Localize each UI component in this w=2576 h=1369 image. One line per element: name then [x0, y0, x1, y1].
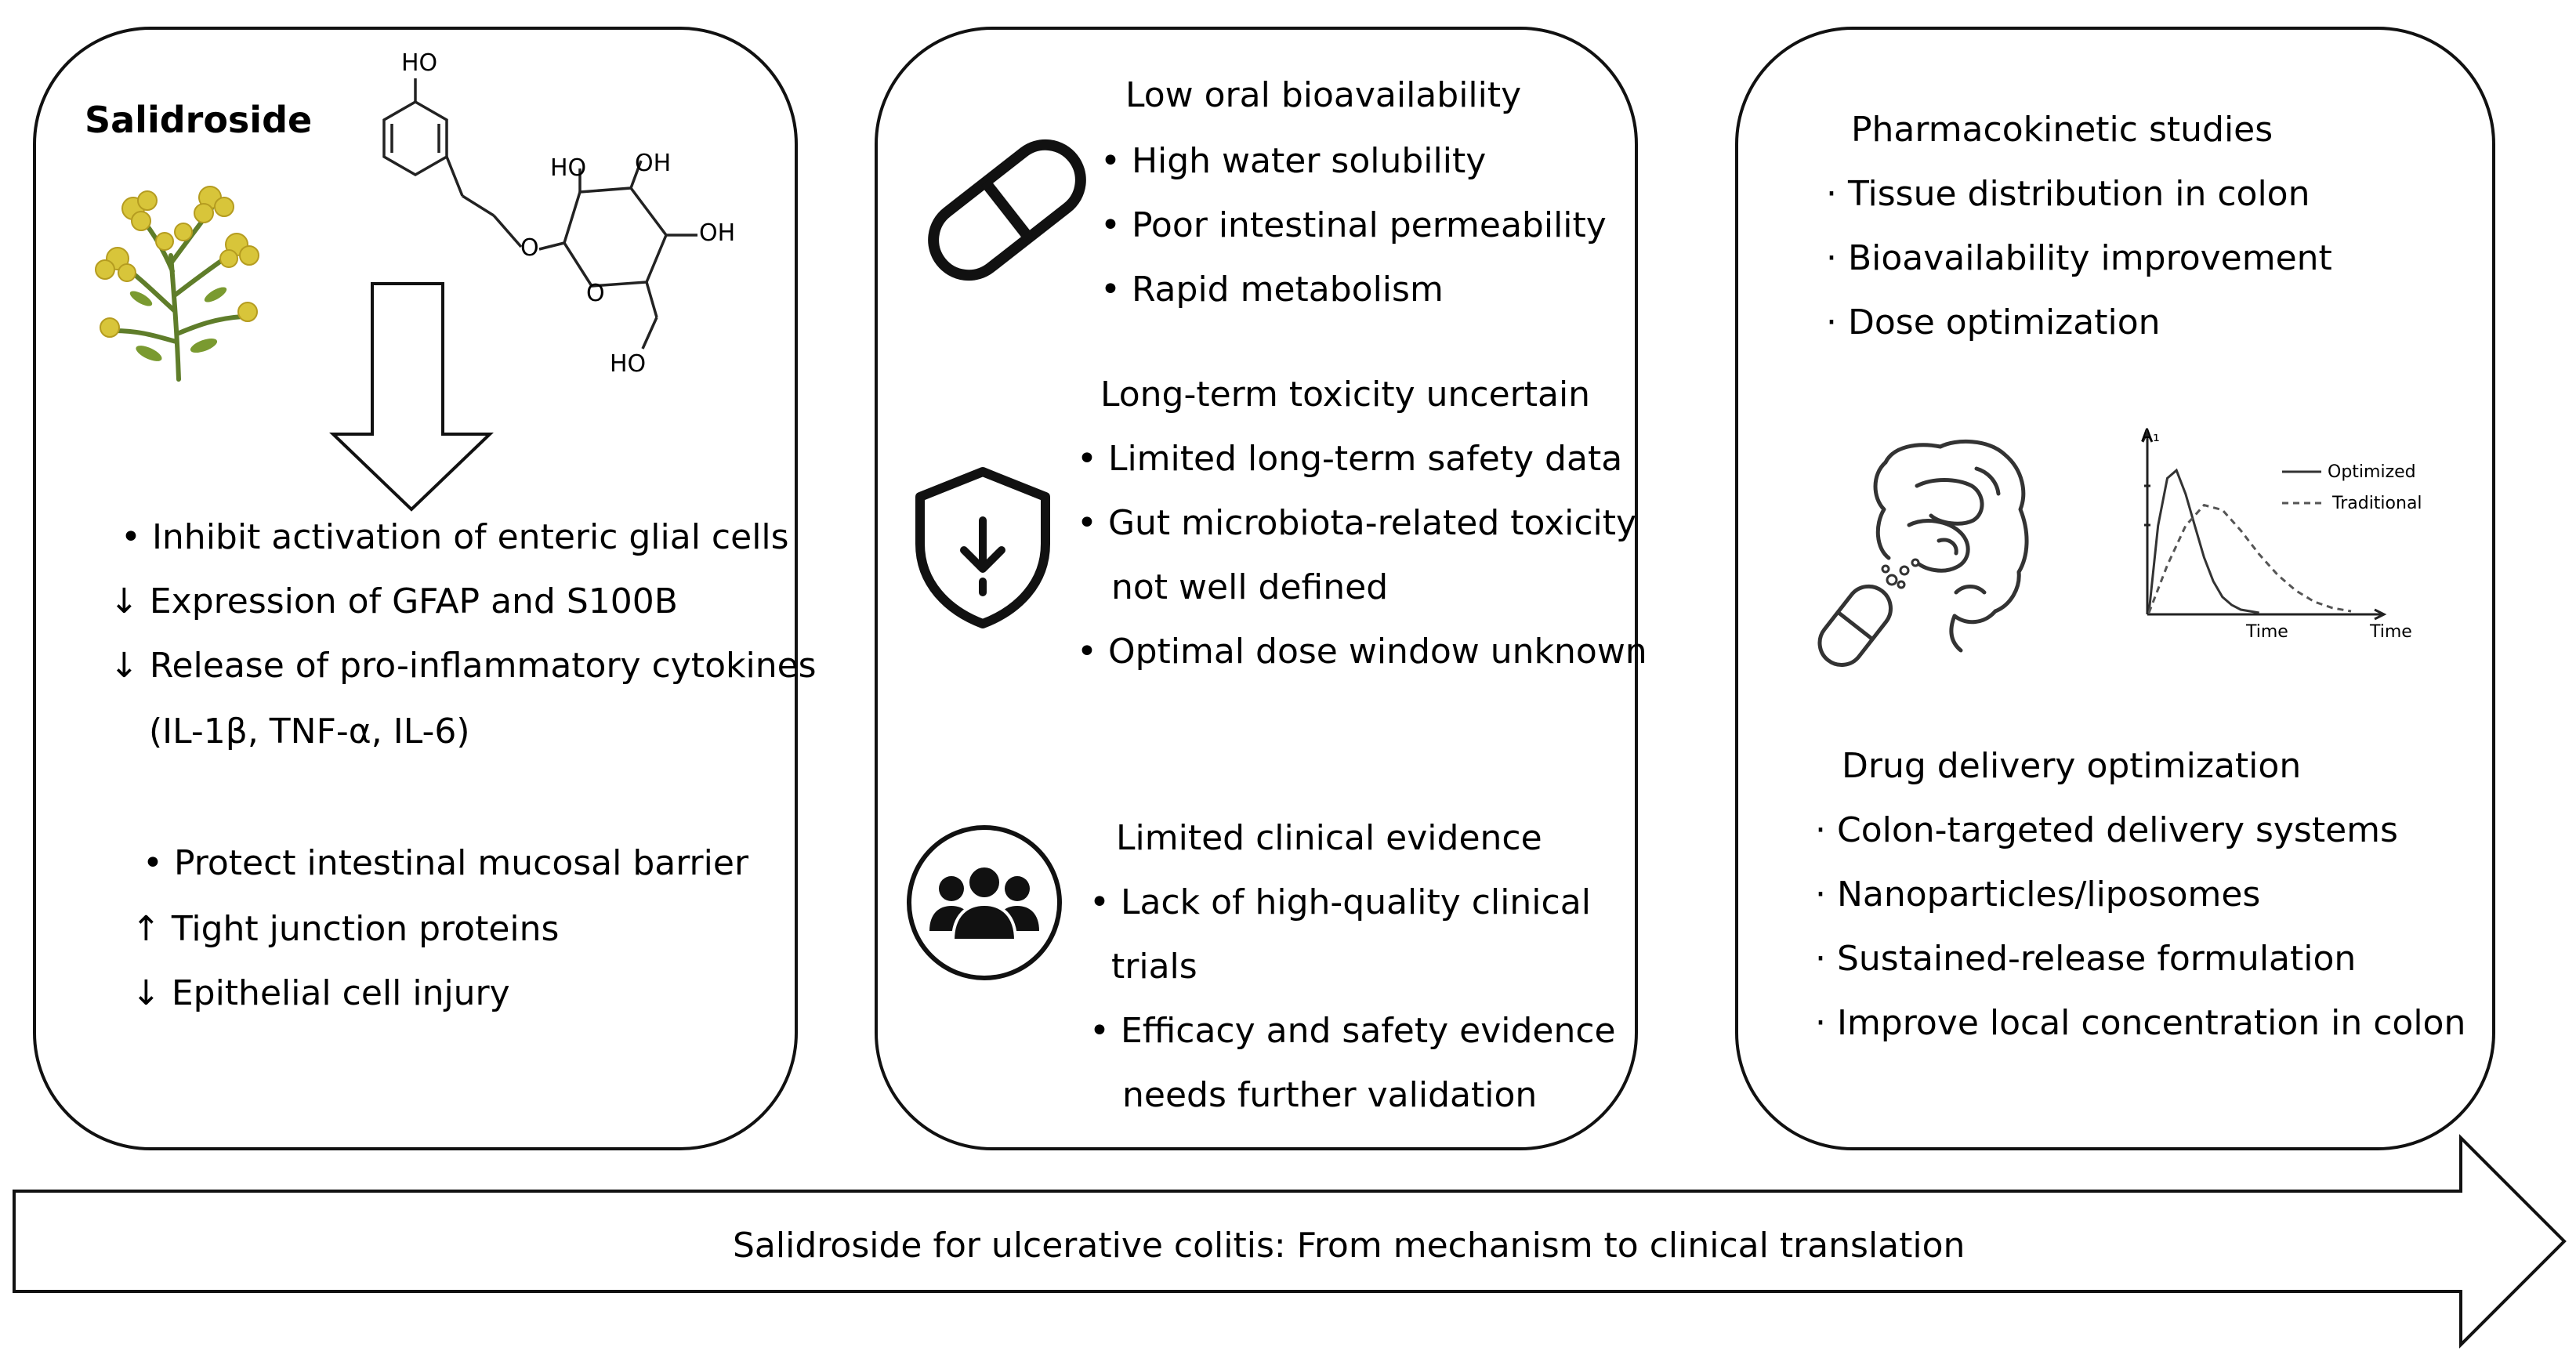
pk-series-traditional: [2147, 503, 2352, 614]
intestine-capsule-illustration: [1817, 439, 2029, 667]
plant-illustration: [95, 186, 259, 382]
down-arrow-icon: [329, 282, 494, 512]
capsule-icon: [928, 139, 1086, 281]
delivery-item: · Nanoparticles/liposomes: [1815, 875, 2261, 914]
bioavailability-item: • High water solubility: [1100, 141, 1487, 181]
toxicity-item: • Limited long-term safety data: [1077, 439, 1623, 479]
timeline-label: Salidroside for ulcerative colitis: From…: [733, 1226, 1966, 1266]
delivery-title: Drug delivery optimization: [1842, 746, 2302, 786]
chart-y-label: A₁: [2141, 426, 2160, 446]
bioavailability-item: • Rapid metabolism: [1100, 270, 1444, 310]
molecule-label: OH: [635, 150, 672, 177]
mechanism-group1-item: ↓ Release of pro-inflammatory cytokines: [110, 646, 817, 686]
chart-x-label: Time: [2246, 622, 2288, 642]
molecule-label: HO: [610, 350, 647, 378]
toxicity-title: Long-term toxicity uncertain: [1100, 375, 1591, 415]
bioavailability-title: Low oral bioavailability: [1125, 75, 1522, 115]
clinical-item: trials: [1111, 947, 1197, 987]
mechanism-group2-item: ↓ Epithelial cell injury: [132, 973, 510, 1013]
pk-series-optimized: [2147, 468, 2259, 614]
pk-item: · Bioavailability improvement: [1826, 238, 2332, 278]
molecule-structure: [382, 78, 697, 349]
legend-traditional: Traditional: [2332, 494, 2422, 513]
molecule-label: OH: [699, 219, 736, 247]
mechanism-group1-item: (IL-1β, TNF-α, IL-6): [149, 712, 470, 752]
pk-item: · Tissue distribution in colon: [1826, 174, 2310, 214]
clinical-item: needs further validation: [1122, 1075, 1538, 1115]
molecule-label: HO: [550, 154, 587, 182]
pk-curve-chart: [2141, 429, 2387, 621]
toxicity-item: • Optimal dose window unknown: [1077, 632, 1647, 672]
molecule-label: O: [586, 280, 605, 307]
legend-optimized: Optimized: [2328, 462, 2416, 482]
toxicity-item: not well defined: [1111, 567, 1389, 607]
molecule-label: O: [520, 234, 539, 262]
delivery-item: · Improve local concentration in colon: [1815, 1003, 2466, 1043]
chart-x-label: Time: [2370, 622, 2412, 642]
delivery-item: · Sustained-release formulation: [1815, 939, 2357, 979]
clinical-title: Limited clinical evidence: [1116, 818, 1542, 858]
mechanism-group2-head: • Protect intestinal mucosal barrier: [143, 843, 749, 883]
shield-icon: [915, 467, 1050, 628]
pk-item: · Dose optimization: [1826, 302, 2161, 342]
clinical-item: • Lack of high-quality clinical: [1089, 882, 1591, 922]
pk-title: Pharmacokinetic studies: [1851, 110, 2273, 150]
delivery-item: · Colon-targeted delivery systems: [1815, 810, 2398, 850]
group-people-icon: [907, 825, 1062, 980]
mechanism-group2-item: ↑ Tight junction proteins: [132, 909, 560, 949]
compound-title: Salidroside: [85, 99, 313, 141]
mechanism-group1-head: • Inhibit activation of enteric glial ce…: [121, 517, 789, 557]
mechanism-panel: [33, 27, 798, 1150]
molecule-label: HO: [401, 49, 438, 77]
mechanism-group1-item: ↓ Expression of GFAP and S100B: [110, 581, 678, 621]
toxicity-item: • Gut microbiota-related toxicity: [1077, 503, 1637, 543]
bioavailability-item: • Poor intestinal permeability: [1100, 205, 1607, 245]
clinical-item: • Efficacy and safety evidence: [1089, 1011, 1616, 1051]
